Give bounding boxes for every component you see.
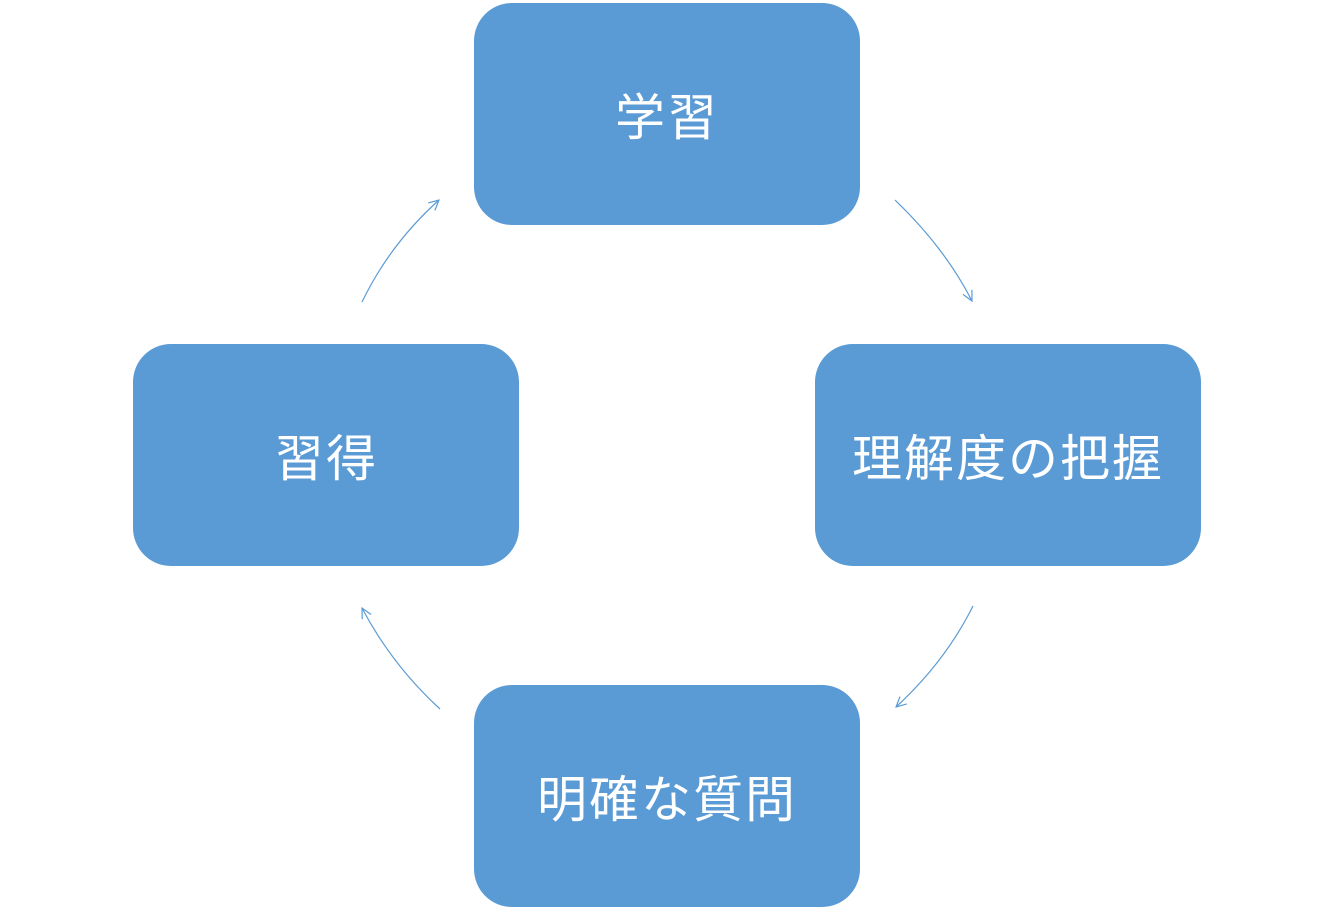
node-understanding: 理解度の把握 [815, 344, 1201, 566]
node-learning-label: 学習 [615, 89, 719, 147]
node-understanding-label: 理解度の把握 [852, 430, 1164, 488]
node-clear-question: 明確な質問 [474, 685, 860, 907]
arrow-mastery-to-learning [361, 200, 439, 303]
arrow-question-to-mastery [362, 608, 441, 710]
arrow-learning-to-understanding [894, 199, 972, 301]
node-learning: 学習 [474, 3, 860, 225]
arrow-understanding-to-question [896, 605, 974, 707]
node-mastery: 習得 [133, 344, 519, 566]
node-clear-question-label: 明確な質問 [537, 771, 797, 829]
node-mastery-label: 習得 [274, 430, 378, 488]
